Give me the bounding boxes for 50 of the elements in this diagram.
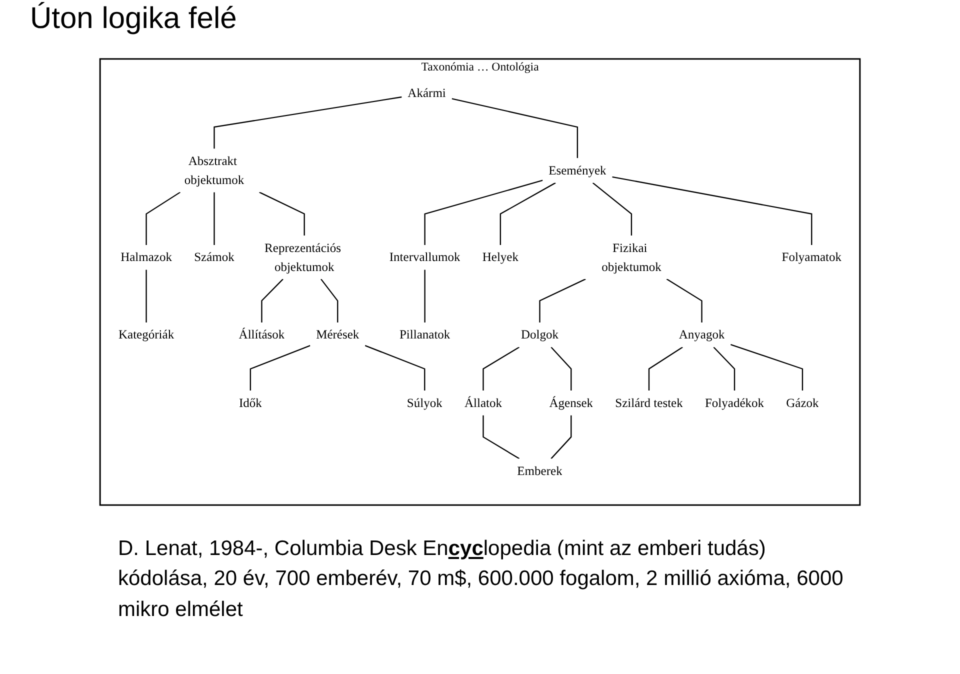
connector: [666, 278, 702, 322]
connector: [713, 346, 736, 391]
node-text: Emberek: [517, 464, 562, 478]
node-text: Helyek: [482, 250, 518, 264]
connector: [482, 346, 520, 391]
connector: [482, 415, 520, 460]
connector: [500, 182, 556, 245]
connector: [539, 278, 586, 322]
connector: [214, 192, 215, 245]
connector: [261, 278, 284, 322]
connector: [259, 192, 305, 236]
connector: [214, 96, 402, 149]
node-text: Pillanatok: [399, 328, 450, 342]
node-text: Állatok: [464, 396, 502, 410]
caption-text: D. Lenat, 1984-, Columbia Desk Encyclopedia (mint az emberi tudás) kódolása, 20 év, 700 emberév, 70 m$, 600.000 fogalom, 2 millió axióma, 6000 mikro elmélet: [118, 536, 844, 623]
node-text: Fizikai objektumok: [602, 240, 662, 274]
node-text: Absztrakt objektumok: [184, 154, 244, 187]
connector: [550, 415, 572, 460]
connector: [648, 346, 683, 391]
connector: [146, 270, 147, 322]
node-text: Kategóriák: [118, 328, 174, 342]
connector: [612, 176, 812, 245]
node-text: Folyadékok: [704, 396, 764, 410]
slide-title: Úton logika felé: [30, 2, 237, 36]
node-text: Események: [548, 163, 606, 178]
node-text: Folyamatok: [782, 250, 842, 264]
connector: [550, 346, 572, 391]
node-text: Állítások: [238, 328, 285, 342]
connector: [320, 278, 338, 322]
connector: [424, 180, 543, 245]
node-text: Súlyok: [406, 396, 442, 410]
node-text: Szilárd testek: [615, 396, 683, 410]
node-text: Dolgok: [520, 328, 559, 342]
node-text: Gázok: [786, 396, 819, 410]
node-text: Akármi: [408, 86, 446, 100]
connector: [452, 98, 578, 158]
connector: [592, 182, 632, 236]
connector: [146, 192, 181, 245]
node-text: Reprezentációs objektumok: [264, 240, 341, 274]
node-text: Idők: [238, 396, 262, 410]
node-text: Intervallumok: [389, 250, 460, 264]
node-text: Ágensek: [549, 396, 594, 410]
connector: [424, 270, 426, 322]
node-text: Mérések: [316, 328, 360, 342]
node-text: Halmazok: [120, 250, 172, 264]
connector: [250, 344, 310, 391]
connector: [730, 344, 804, 391]
connector: [364, 345, 426, 391]
node-text: Számok: [194, 250, 234, 264]
node-text: Anyagok: [678, 328, 725, 342]
